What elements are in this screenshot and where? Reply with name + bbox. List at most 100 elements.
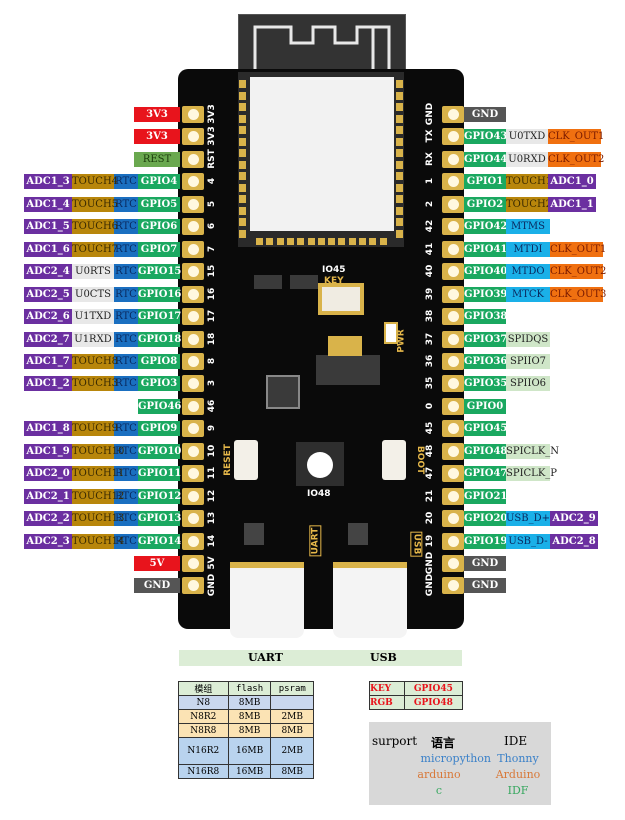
pin-label-gpio: GPIO48 <box>464 444 508 459</box>
pin-label-rtc: RTC <box>114 332 138 347</box>
pin-silk-label: 48 <box>425 444 435 458</box>
pin-silk-label: 21 <box>425 489 435 503</box>
table-cell: 8MB <box>227 723 272 738</box>
module-pad <box>297 238 305 245</box>
pin-label-spi: SPIIO6 <box>506 376 550 391</box>
pin-silk-label: GND <box>425 551 435 575</box>
table-cell: 2MB <box>270 709 314 724</box>
pin-label-rtc: RTC <box>114 376 138 391</box>
pin-label-touch: TOUCH2 <box>506 197 553 212</box>
pin-label-rtc: RTC <box>114 421 138 436</box>
pin-label-touch: TOUCH11 <box>72 466 125 481</box>
module-pad <box>396 160 403 169</box>
key-button[interactable] <box>318 283 364 315</box>
pin-silk-label: GND <box>425 573 435 597</box>
pin-label-power: 3V3 <box>134 129 180 144</box>
pin-label-adc: ADC1_2 <box>24 376 72 391</box>
uart-usb-c-port[interactable] <box>230 562 304 638</box>
pin-label-rtc: RTC <box>114 242 138 257</box>
pin-label-spi: SPICLK_P <box>506 466 558 481</box>
key-table-cell: KEY <box>369 681 405 696</box>
module-shield <box>250 77 394 231</box>
pin-label-gpio: GPIO44 <box>464 152 508 167</box>
pin-label-power: 5V <box>134 556 180 571</box>
pin-label-uart_grey: U1RXD <box>72 332 114 347</box>
silk-reset: RESET <box>222 444 233 476</box>
pin-label-uart_grey: U0RXD <box>506 152 548 167</box>
module-pad <box>239 183 246 192</box>
header-pin-pad <box>442 420 464 437</box>
pin-label-uart_grey: U0CTS <box>72 287 114 302</box>
boot-button[interactable] <box>382 440 406 480</box>
usb-usb-c-port[interactable] <box>333 562 407 638</box>
pin-label-gpio: GPIO9 <box>138 421 180 436</box>
support-lang: c <box>435 784 443 797</box>
pin-label-adc: ADC1_8 <box>24 421 72 436</box>
pin-label-gpio: GPIO36 <box>464 354 508 369</box>
pin-silk-label: 3V3 <box>207 126 217 146</box>
header-pin-pad <box>442 331 464 348</box>
module-pad <box>396 114 403 123</box>
pin-label-adc: ADC2_5 <box>24 287 72 302</box>
header-pin-pad <box>182 196 204 213</box>
module-pad <box>239 160 246 169</box>
pin-label-adc: ADC1_1 <box>548 197 596 212</box>
pin-silk-label: 5 <box>207 200 217 208</box>
reset-button[interactable] <box>234 440 258 480</box>
pin-silk-label: GND <box>425 102 435 126</box>
pin-label-gpio: GPIO19 <box>464 534 508 549</box>
ports-bar <box>179 650 462 666</box>
pin-silk-label: 15 <box>207 264 217 278</box>
pin-label-gpio: GPIO47 <box>464 466 508 481</box>
pin-label-touch: TOUCH6 <box>72 219 119 234</box>
pin-silk-label: 37 <box>425 332 435 346</box>
silk-uart: UART <box>309 525 322 557</box>
pin-silk-label: RX <box>425 152 435 166</box>
header-pin-pad <box>182 398 204 415</box>
header-pin-pad <box>442 196 464 213</box>
pin-silk-label: 19 <box>425 534 435 548</box>
module-pad <box>286 238 294 245</box>
header-pin-pad <box>442 533 464 550</box>
pin-label-gpio: GPIO17 <box>138 309 182 324</box>
pin-label-gpio: GPIO0 <box>464 399 506 414</box>
table-header-cell: flash <box>227 681 272 696</box>
pin-label-touch: TOUCH1 <box>506 174 553 189</box>
esd-chip-uart <box>244 523 264 545</box>
header-pin-pad <box>182 533 204 550</box>
pin-silk-label: 7 <box>207 245 217 253</box>
header-pin-pad <box>182 353 204 370</box>
table-cell: 8MB <box>227 709 272 724</box>
silk-pwr: PWR <box>396 329 407 353</box>
esd-chip-usb <box>348 523 368 545</box>
regulator-tab <box>328 336 362 356</box>
pin-label-touch: TOUCH14 <box>72 534 125 549</box>
pin-label-gnd: GND <box>464 556 506 571</box>
pin-label-gnd: GND <box>464 578 506 593</box>
pin-label-spi: SPIDQS <box>506 332 550 347</box>
table-cell: 16MB <box>227 764 272 779</box>
pin-label-rtc: RTC <box>114 264 138 279</box>
pin-label-adc: ADC2_2 <box>24 511 72 526</box>
pin-silk-label: RST <box>207 149 217 169</box>
pin-label-adc: ADC1_9 <box>24 444 72 459</box>
silk-key: KEY <box>324 276 344 286</box>
pin-label-clk: CLK_OUT2 <box>550 264 607 279</box>
header-pin-pad <box>442 218 464 235</box>
module-pad <box>256 238 263 245</box>
module-pad <box>396 80 403 88</box>
pin-label-adc: ADC1_6 <box>24 242 72 257</box>
header-pin-pad <box>182 331 204 348</box>
module-pad <box>379 238 387 245</box>
pin-silk-label: 8 <box>207 357 217 365</box>
pin-silk-label: 3 <box>207 379 217 387</box>
support-ide-header: IDE <box>504 734 528 748</box>
table-cell: N8R8 <box>178 723 229 738</box>
pin-silk-label: 4 <box>207 177 217 185</box>
pin-silk-label: GND <box>207 573 217 597</box>
